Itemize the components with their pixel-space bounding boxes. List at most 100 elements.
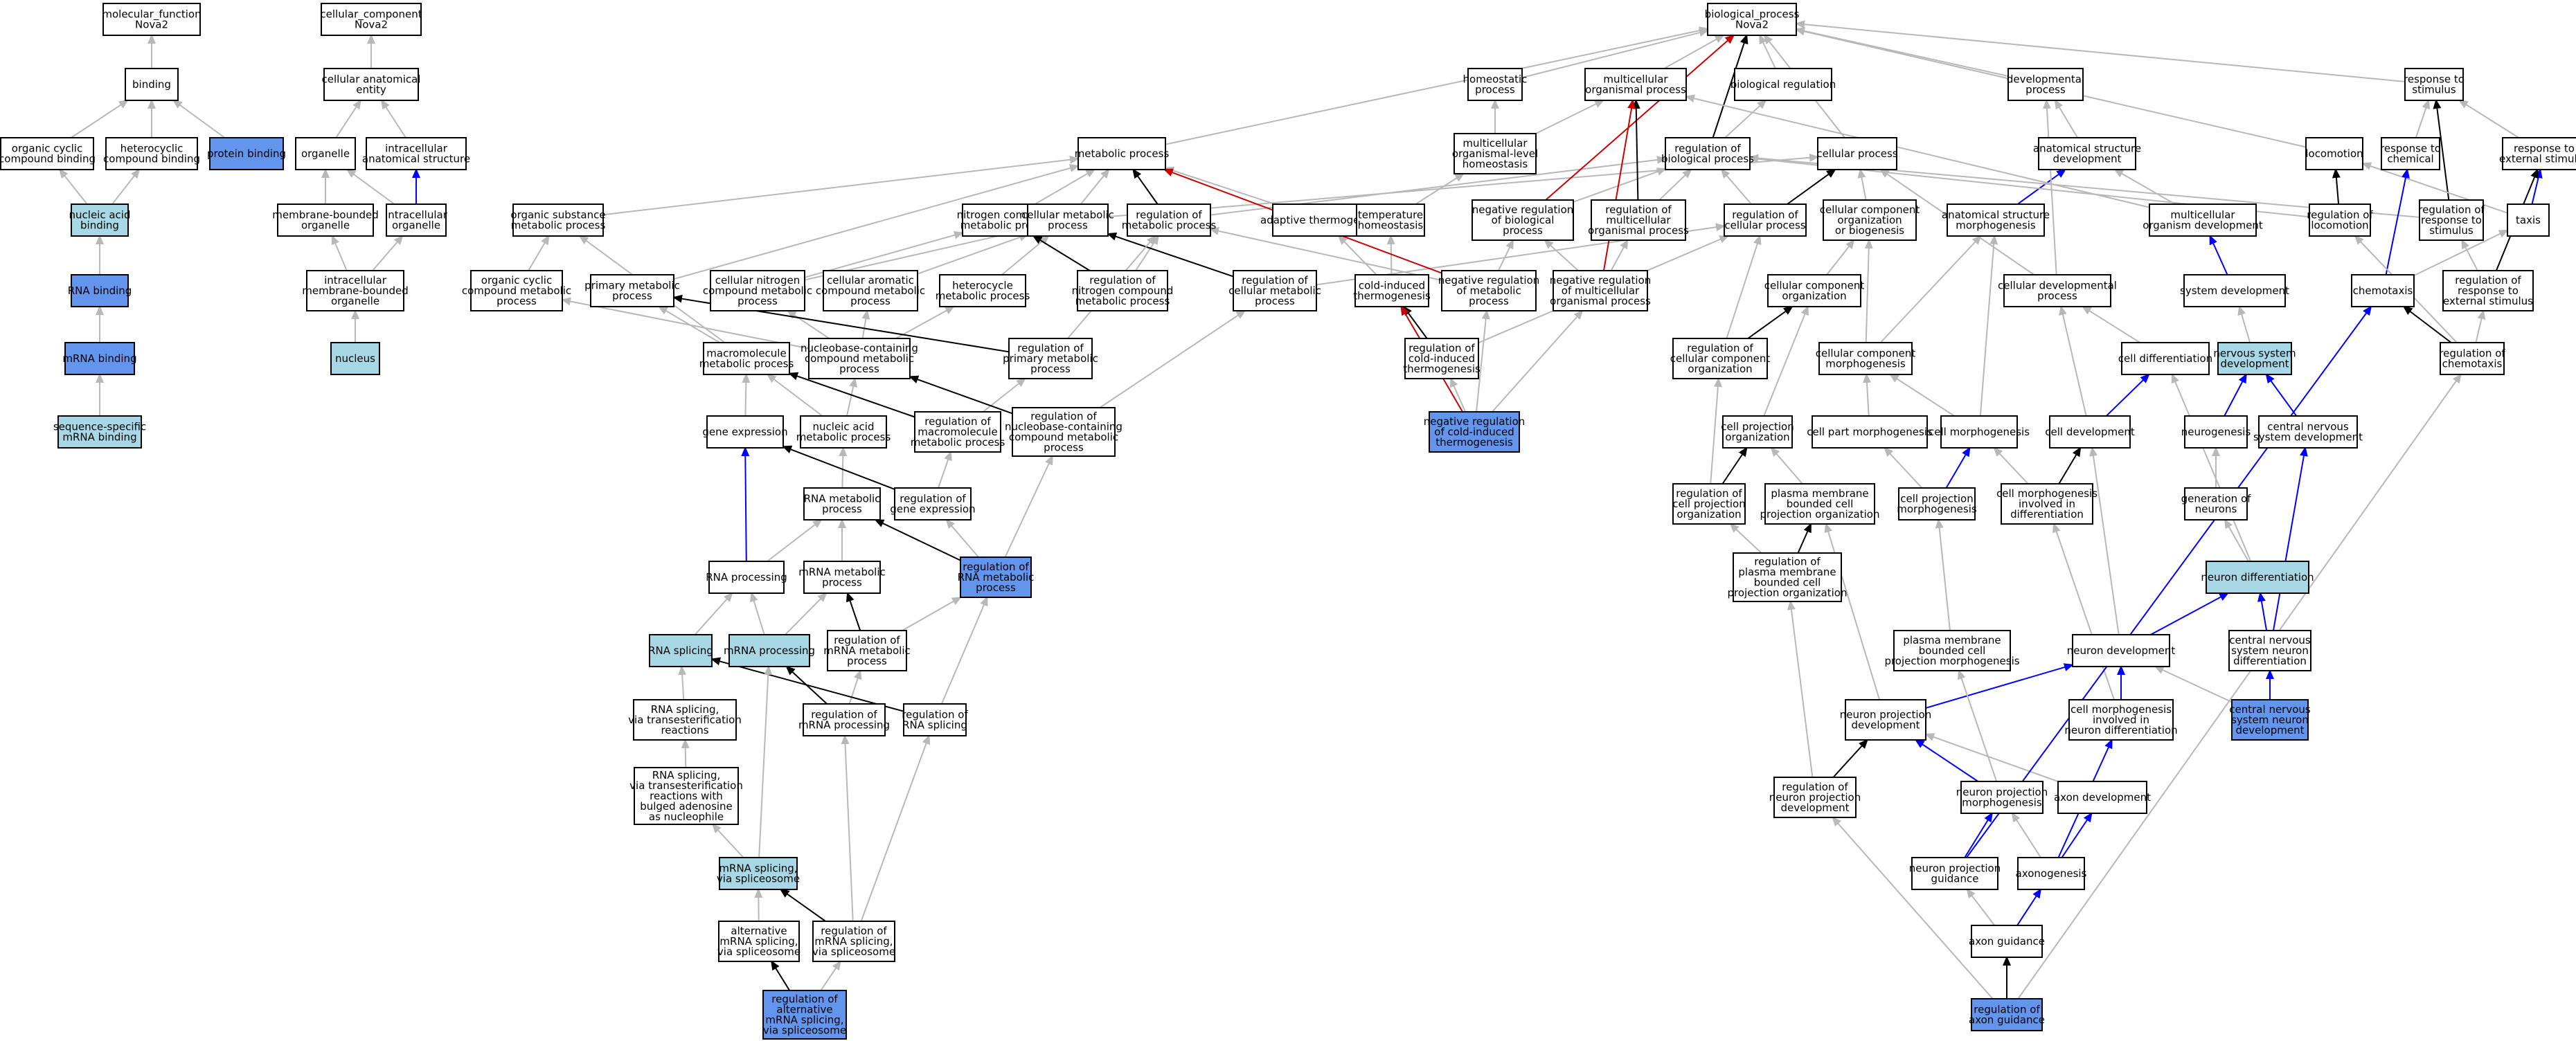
go-term-node: taxis xyxy=(2507,203,2550,237)
edge-is_a-pmbcpm-to-cpmorph xyxy=(1935,518,1951,631)
edge-is_a-mop-to-bp xyxy=(1663,35,1725,69)
go-term-box xyxy=(295,137,356,170)
go-term-box xyxy=(590,274,674,307)
go-term-box xyxy=(1845,699,1926,741)
go-term-box xyxy=(330,342,380,375)
edge-is_a-mrnap-to-rp xyxy=(750,592,765,635)
go-term-label: organic substance xyxy=(510,209,605,221)
go-term-label: plasma membrane xyxy=(1771,487,1868,500)
edge-is_a-rnamp-to-namp xyxy=(839,446,848,489)
go-term-label: thermogenesis xyxy=(1353,290,1431,302)
edge-is_a-npm-to-pmbcpm xyxy=(1957,669,1998,782)
go-term-box xyxy=(277,203,374,237)
edge-is_a-nrmop-to-rmop xyxy=(1610,239,1629,271)
go-term-label: process xyxy=(847,655,887,667)
go-term-label: regulation of xyxy=(1408,342,1475,354)
edge-is_a-cpm-to-ccm xyxy=(1862,373,1871,417)
go-term-label: cellular process xyxy=(1724,219,1805,232)
edge-is_a-nrmp-to-rmp xyxy=(1209,226,1442,281)
go-term-box xyxy=(2068,699,2174,741)
go-term-label: alternative xyxy=(776,1004,832,1016)
edge-positive-npd-to-nd xyxy=(1925,663,2074,709)
go-term-label: neuron differentiation xyxy=(2064,724,2177,736)
go-term-box xyxy=(1077,137,1166,170)
go-term-label: nucleobase-containing xyxy=(1005,421,1122,433)
go-term-node: axonogenesis xyxy=(2016,857,2087,890)
edge-is_a-ramrsvs-to-rmrsvs xyxy=(820,960,841,991)
go-term-label: organelle xyxy=(331,295,379,307)
go-term-label: compound binding xyxy=(103,153,200,165)
go-term-box xyxy=(2507,203,2550,237)
edge-positive-cnsnd-to-ndiff xyxy=(2257,592,2268,631)
go-term-node: RNA splicing,via transesterificationreac… xyxy=(628,699,742,741)
edge-positive-npg-to-npm xyxy=(1964,812,1993,858)
go-term-label: macromolecule xyxy=(918,426,997,438)
edge-is_a-pmbcpo-to-cpo xyxy=(1770,446,1803,485)
go-term-label: regulation of xyxy=(821,925,887,937)
go-term-box xyxy=(1818,342,1913,375)
edge-is_a-pb-to-binding xyxy=(172,99,226,138)
go-term-box xyxy=(2442,270,2534,311)
go-term-box xyxy=(2003,274,2111,307)
go-term-label: RNA binding xyxy=(68,284,132,297)
go-term-box xyxy=(2121,342,2210,375)
edge-is_a-nrmp-to-nrbp xyxy=(1497,239,1514,271)
edge-regulates-rpmbcpo-to-pmbcpo xyxy=(1797,523,1812,554)
go-term-label: compound metabolic xyxy=(816,284,925,297)
go-term-box xyxy=(710,270,805,311)
edge-is_a-rmrnamp-to-rrnamp xyxy=(902,597,962,631)
go-term-label: compound metabolic xyxy=(462,284,571,297)
edge-is_a-nrcit-to-rcit xyxy=(1449,377,1467,413)
go-term-label: multicellular xyxy=(1603,73,1668,86)
go-term-label: central nervous xyxy=(2229,634,2311,646)
go-term-label: metabolic process xyxy=(511,219,606,232)
go-term-label: RNA metabolic xyxy=(804,493,881,505)
go-term-label: cellular nitrogen xyxy=(715,274,800,287)
go-term-box xyxy=(1077,270,1168,311)
go-term-box xyxy=(803,703,886,736)
go-term-box xyxy=(2309,203,2371,237)
edge-is_a-cdev-to-cdp xyxy=(2059,305,2087,417)
edge-is_a-osmp-to-mp xyxy=(602,155,1080,216)
go-term-label: process xyxy=(1475,84,1515,96)
edge-is_a-rrs-to-rrnamp xyxy=(940,596,988,705)
go-term-label: generation of xyxy=(2181,493,2252,505)
go-term-box xyxy=(1947,203,2045,237)
go-term-label: cell morphogenesis xyxy=(2070,703,2172,716)
go-term-box xyxy=(2419,199,2484,241)
go-term-node: cell development xyxy=(2045,415,2135,449)
edge-is_a-rmrsvs-to-rmrnap xyxy=(841,734,854,922)
edge-is_a-ge-to-mmp xyxy=(742,373,751,417)
edge-is_a-rag-to-rchemo xyxy=(2017,373,2462,999)
go-term-label: thermogenesis xyxy=(1403,363,1481,375)
edge-is_a-nrbp-to-rbp xyxy=(1573,168,1667,203)
go-term-label: process xyxy=(737,295,778,307)
go-term-label: nucleus xyxy=(335,352,375,365)
go-term-box xyxy=(762,990,847,1040)
go-term-label: process xyxy=(1048,219,1088,232)
go-term-box xyxy=(2351,274,2415,307)
go-term-box xyxy=(1404,338,1479,379)
edge-is_a-nrcit-to-nrmop xyxy=(1492,309,1584,413)
go-term-label: cellular component xyxy=(1764,280,1865,292)
edge-is_a-cmind-to-cmid xyxy=(2052,523,2116,700)
edge-is_a-rncmp-to-rmp xyxy=(1135,235,1159,271)
go-term-label: process xyxy=(1469,295,1509,307)
go-term-label: system neuron xyxy=(2231,644,2309,657)
